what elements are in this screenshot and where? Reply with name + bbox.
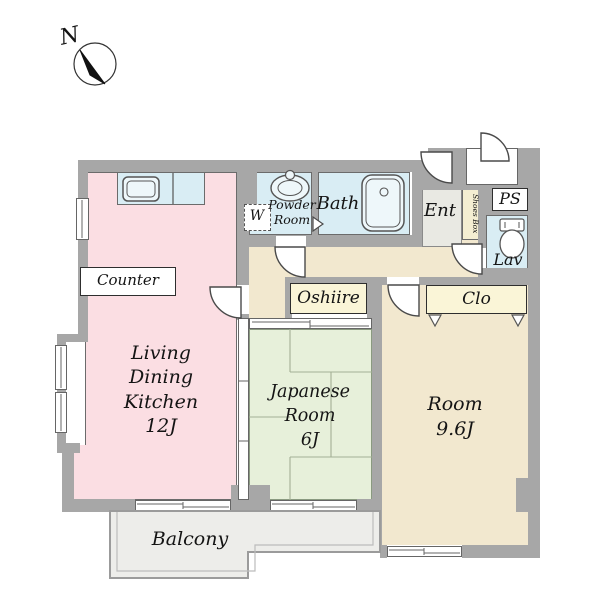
powder-room-label: Powder Room: [268, 197, 316, 227]
counter-label: Counter: [97, 271, 159, 289]
doorway-ldk: [237, 285, 249, 314]
hallway-3: [249, 283, 285, 318]
wall-ldk-right-stub: [237, 314, 249, 320]
wall-oshiire-top: [285, 277, 367, 285]
vent-2: [373, 532, 381, 544]
ps-label: PS: [499, 189, 521, 208]
front-door-recess: [466, 148, 518, 185]
room-entrance: [422, 187, 462, 247]
doorway-powder: [276, 236, 306, 247]
japanese-room-label: Japanese Room 6J: [269, 382, 351, 450]
wall-room-bottom-left: [380, 545, 387, 558]
wall-jr-room-divider: [372, 318, 382, 553]
window-bay-2: [55, 392, 67, 433]
ldk-label: Living Dining Kitchen 12J: [123, 342, 199, 437]
wall-room-notch: [516, 478, 528, 512]
wall-lav-bottom: [482, 268, 530, 278]
wall-bay-top: [57, 334, 88, 342]
wall-room-bottom-right: [462, 545, 538, 558]
western-room-label: Room 9.6J: [427, 393, 483, 441]
wall-oshiire-right: [367, 277, 382, 318]
compass-north-label: N: [57, 22, 82, 51]
washing-machine-box: [244, 204, 271, 231]
vent-1: [373, 518, 381, 530]
clo-box: [426, 285, 527, 314]
wall-bottom-pillar: [231, 485, 270, 512]
entrance-label: Ent: [424, 200, 456, 221]
window-bay-1: [55, 345, 67, 390]
wall-oshiire-left: [285, 277, 292, 318]
wall-bay-corner: [57, 443, 80, 453]
kitchen-counter-unit: [117, 172, 205, 205]
wall-bath-right: [412, 160, 422, 247]
bath-label: Bath: [316, 193, 360, 214]
oshiire-sliding-doors: [249, 318, 372, 329]
wall-room-top: [382, 277, 530, 285]
wall-left-upper: [78, 160, 88, 342]
wall-topright-corner: [517, 148, 540, 162]
window-left-upper: [76, 198, 89, 240]
oshiire-label: Oshiire: [297, 288, 360, 308]
shoes-box-label: Shoes Box: [471, 194, 480, 234]
washer-label: W: [249, 208, 265, 224]
room-ldk-extension: [74, 445, 88, 500]
room-living-dining-kitchen: [85, 172, 237, 500]
jr-sliding-partition: [238, 318, 249, 500]
wall-powder-bath-divider: [312, 172, 318, 235]
clo-label: Clo: [462, 289, 491, 309]
window-ldk-balcony: [135, 500, 231, 511]
wall-bottom-ldk: [62, 499, 135, 512]
doorway-lav: [478, 248, 486, 268]
room-japanese: [249, 329, 372, 500]
balcony-label: Balcony: [151, 528, 229, 550]
wall-bath-bottom: [237, 235, 422, 247]
doorway-room: [387, 277, 419, 285]
wall-right: [528, 148, 540, 558]
wall-lav-left: [478, 205, 486, 248]
wall-ldk-right-a: [237, 160, 257, 205]
counter-box: [80, 267, 176, 296]
window-jr-balcony: [270, 500, 357, 511]
oshiire-box: [290, 283, 367, 314]
window-room-bottom: [387, 546, 462, 557]
room-western: [382, 285, 528, 545]
lav-label: Lav: [493, 250, 523, 269]
wall-porch-left: [428, 148, 466, 162]
wall-left-lower: [62, 451, 74, 512]
ps-box: [492, 188, 528, 211]
